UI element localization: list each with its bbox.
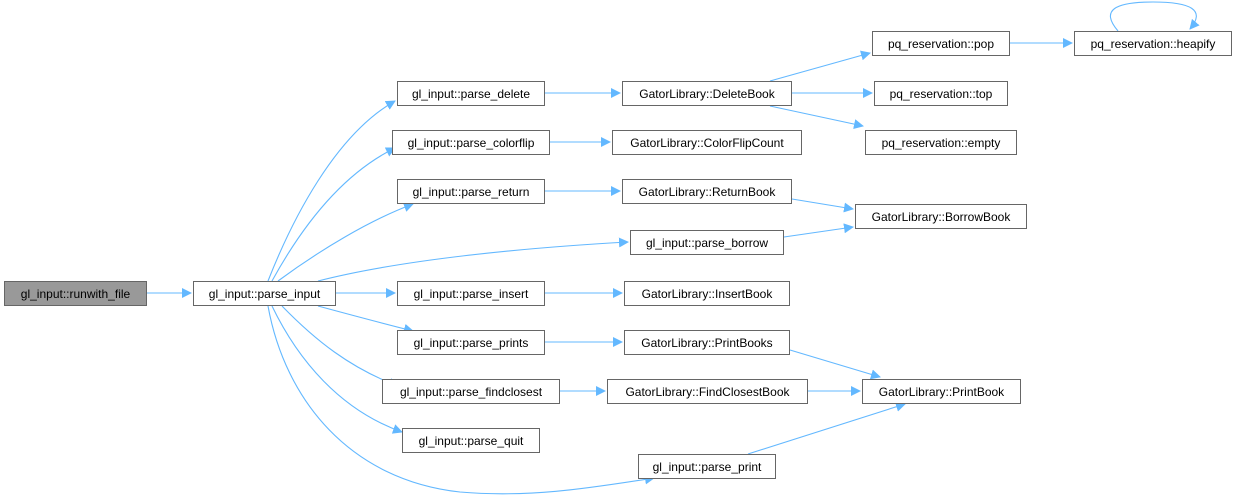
- node-pq-top[interactable]: pq_reservation::top: [874, 81, 1008, 106]
- node-delete-book[interactable]: GatorLibrary::DeleteBook: [622, 81, 792, 106]
- edge-parse-input-to-parse-colorflip: [271, 147, 396, 282]
- edge-parse-input-to-parse-prints: [317, 305, 414, 334]
- node-parse-findclosest[interactable]: gl_input::parse_findclosest: [382, 379, 560, 404]
- edge-parse-input-to-parse-delete: [267, 100, 396, 282]
- node-parse-return[interactable]: gl_input::parse_return: [397, 179, 545, 204]
- node-pq-empty[interactable]: pq_reservation::empty: [865, 130, 1017, 155]
- node-runwith-file[interactable]: gl_input::runwith_file: [4, 281, 147, 306]
- edge-parse-input-to-parse-quit: [271, 305, 403, 434]
- node-insert-book[interactable]: GatorLibrary::InsertBook: [624, 281, 790, 306]
- node-color-flip-count[interactable]: GatorLibrary::ColorFlipCount: [612, 130, 802, 155]
- edge-parse-borrow-to-borrow-book: [783, 223, 854, 238]
- node-print-books[interactable]: GatorLibrary::PrintBooks: [624, 330, 790, 355]
- node-parse-colorflip[interactable]: gl_input::parse_colorflip: [392, 130, 550, 155]
- node-parse-borrow[interactable]: gl_input::parse_borrow: [630, 230, 784, 255]
- edge-delete-book-to-pq-pop: [769, 50, 871, 82]
- edge-parse-print-to-print-book: [747, 401, 906, 455]
- edge-pq-heapify-self-loop: [1109, 1, 1200, 32]
- node-parse-insert[interactable]: gl_input::parse_insert: [397, 281, 545, 306]
- edge-print-books-to-print-book: [789, 349, 881, 380]
- node-return-book[interactable]: GatorLibrary::ReturnBook: [622, 179, 792, 204]
- edges: [147, 1, 1200, 495]
- node-parse-prints[interactable]: gl_input::parse_prints: [397, 330, 545, 355]
- node-parse-input[interactable]: gl_input::parse_input: [193, 281, 336, 306]
- node-find-closest-book[interactable]: GatorLibrary::FindClosestBook: [607, 379, 808, 404]
- edge-return-book-to-borrow-book: [791, 198, 854, 213]
- node-print-book[interactable]: GatorLibrary::PrintBook: [862, 379, 1021, 404]
- node-pq-heapify[interactable]: pq_reservation::heapify: [1074, 31, 1232, 56]
- edge-parse-input-to-parse-findclosest: [281, 305, 399, 388]
- node-pq-pop[interactable]: pq_reservation::pop: [872, 31, 1010, 56]
- edge-parse-input-to-parse-print: [267, 305, 655, 495]
- node-parse-print[interactable]: gl_input::parse_print: [638, 454, 776, 479]
- edge-delete-book-to-pq-empty: [769, 105, 864, 129]
- node-borrow-book[interactable]: GatorLibrary::BorrowBook: [855, 204, 1027, 229]
- edge-parse-input-to-parse-borrow: [317, 237, 629, 282]
- edge-parse-input-to-parse-return: [277, 202, 414, 282]
- node-parse-delete[interactable]: gl_input::parse_delete: [397, 81, 545, 106]
- node-parse-quit[interactable]: gl_input::parse_quit: [402, 428, 540, 453]
